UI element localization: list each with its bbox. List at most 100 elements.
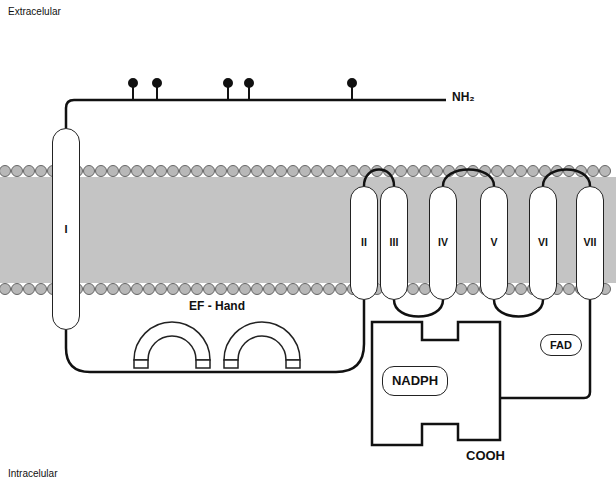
lipid-head (180, 284, 191, 295)
ef-hand-end (286, 360, 300, 368)
lipid-head (36, 284, 47, 295)
transmembrane-helix: I (52, 128, 80, 330)
glycan-head (129, 79, 137, 87)
lipid-head (216, 284, 227, 295)
lipid-head (216, 166, 227, 177)
lipid-head (120, 284, 131, 295)
lipid-head (528, 166, 539, 177)
glycan-stem (248, 86, 250, 100)
cofactor-label: NADPH (392, 374, 438, 388)
lipid-head (132, 284, 143, 295)
transmembrane-helix: II (350, 186, 378, 300)
lipid-head (144, 166, 155, 177)
region-label: Intracelular (8, 468, 57, 480)
lipid-head (180, 166, 191, 177)
lipid-head (252, 284, 263, 295)
lipid-head (228, 284, 239, 295)
ef-hand-end (224, 360, 238, 368)
lipid-bilayer (0, 177, 616, 283)
glycan-head (245, 79, 253, 87)
glycan-head (153, 79, 161, 87)
lipid-head (516, 284, 527, 295)
transmembrane-helix: IV (429, 186, 457, 300)
lipid-head (492, 166, 503, 177)
lipid-head (204, 166, 215, 177)
ef-hand-end (134, 360, 148, 368)
lipid-head (324, 284, 335, 295)
lipid-head (420, 166, 431, 177)
lipid-head (108, 284, 119, 295)
lipid-head (96, 166, 107, 177)
lipid-head (300, 166, 311, 177)
lipid-head (564, 284, 575, 295)
lipid-head (84, 284, 95, 295)
helix-number: VII (584, 237, 597, 249)
helix-number: IV (438, 237, 448, 249)
lipid-head (348, 166, 359, 177)
lipid-head (0, 166, 11, 177)
lipid-head (144, 284, 155, 295)
cofactor-box: NADPH (382, 366, 448, 396)
peptide-loop (364, 170, 394, 187)
c-terminal-chain (500, 300, 590, 398)
helix-number: III (390, 237, 399, 249)
nadph-binding-domain (372, 322, 500, 445)
ef-hand-motif (134, 322, 210, 360)
lipid-heads (0, 166, 611, 295)
lipid-head (120, 166, 131, 177)
lipid-head (276, 166, 287, 177)
lipid-head (600, 166, 611, 177)
glycan-stem (156, 86, 158, 100)
lipid-head (504, 166, 515, 177)
lipid-head (408, 284, 419, 295)
lipid-head (288, 166, 299, 177)
lipid-head (324, 166, 335, 177)
transmembrane-helix: V (480, 186, 508, 300)
ef-hand-motif (224, 322, 300, 360)
lipid-head (240, 166, 251, 177)
lipid-head (24, 166, 35, 177)
lipid-head (84, 166, 95, 177)
glycan-stem (227, 86, 229, 100)
terminus-label: COOH (466, 449, 505, 464)
glycan-head (224, 79, 232, 87)
lipid-head (276, 284, 287, 295)
lipid-head (432, 166, 443, 177)
lipid-head (228, 166, 239, 177)
lipid-head (168, 284, 179, 295)
peptide-loop (394, 300, 443, 317)
helix-number: II (361, 237, 367, 249)
lipid-head (0, 284, 11, 295)
lipid-head (288, 284, 299, 295)
lipid-head (96, 284, 107, 295)
lipid-head (108, 166, 119, 177)
helix-number: I (64, 223, 67, 235)
peptide-loop (66, 300, 364, 372)
lipid-head (264, 166, 275, 177)
lipid-head (192, 284, 203, 295)
lipid-head (156, 166, 167, 177)
lipid-head (468, 284, 479, 295)
region-label: Extracelular (8, 6, 61, 18)
motif-label: EF - Hand (189, 300, 245, 314)
glycan-stem (132, 86, 134, 100)
glycan-stem (351, 86, 353, 100)
lipid-head (516, 166, 527, 177)
lipid-head (312, 166, 323, 177)
lipid-head (456, 284, 467, 295)
transmembrane-helix: VII (576, 186, 604, 300)
lipid-head (336, 166, 347, 177)
lipid-head (168, 166, 179, 177)
transmembrane-helix: VI (529, 186, 557, 300)
cofactor-box: FAD (540, 334, 582, 356)
lipid-head (588, 166, 599, 177)
lipid-head (12, 166, 23, 177)
n-terminal-chain (66, 100, 446, 128)
lipid-head (132, 166, 143, 177)
lipid-head (24, 284, 35, 295)
lipid-head (12, 284, 23, 295)
lipid-head (300, 284, 311, 295)
